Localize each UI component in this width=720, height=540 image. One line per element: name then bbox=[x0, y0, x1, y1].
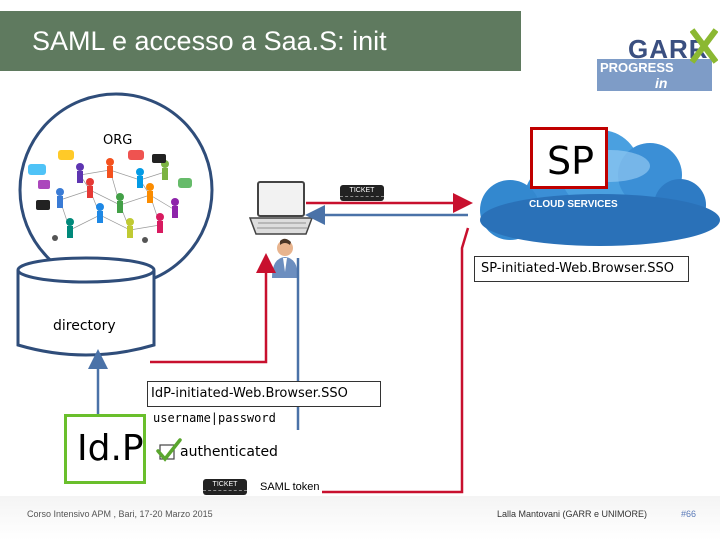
logo-training: in Training bbox=[655, 75, 710, 107]
idp-label: Id.P bbox=[77, 428, 144, 469]
ticket-icon: TICKET bbox=[340, 185, 384, 201]
saml-ticket-icon: TICKET bbox=[203, 479, 247, 495]
title-bar bbox=[0, 11, 521, 71]
page-number: #66 bbox=[681, 509, 697, 519]
people-network-icon bbox=[28, 150, 192, 243]
ticket-label: TICKET bbox=[349, 187, 375, 194]
footer-author: Lalla Mantovani (GARR e UNIMORE) bbox=[497, 509, 648, 519]
footer-course: Corso Intensivo APM , Bari, 17-20 Marzo … bbox=[27, 509, 213, 519]
idp-box bbox=[64, 414, 146, 484]
flow-arrows bbox=[88, 193, 473, 494]
checkbox-icon bbox=[156, 438, 182, 462]
garr-x-icon bbox=[690, 28, 718, 64]
idp-initiated-label: IdP-initiated-Web.Browser.SSO bbox=[147, 381, 381, 407]
slide-title: SAML e accesso a Saa.S: init bbox=[32, 26, 387, 56]
sp-initiated-label: SP-initiated-Web.Browser.SSO bbox=[474, 256, 689, 282]
arrow-idp-to-user bbox=[150, 253, 276, 364]
org-label: ORG bbox=[103, 133, 133, 148]
saml-ticket-label: TICKET bbox=[212, 481, 238, 488]
footer-bar bbox=[0, 496, 720, 540]
saml-token-label: SAML token bbox=[260, 481, 320, 493]
sp-label: SP bbox=[547, 139, 595, 183]
laptop-icon bbox=[248, 181, 314, 235]
arrow-sp-to-idp bbox=[322, 227, 470, 494]
directory-label: directory bbox=[53, 318, 116, 334]
logo-band bbox=[597, 59, 712, 91]
logo-progress: PROGRESS bbox=[600, 60, 674, 75]
user-icon bbox=[272, 238, 298, 278]
cloud-services-label: CLOUD SERVICES bbox=[529, 199, 618, 210]
credentials-label: username|password bbox=[153, 411, 276, 425]
authenticated-label: authenticated bbox=[180, 444, 278, 460]
directory-database-icon bbox=[16, 256, 156, 357]
sp-box bbox=[530, 127, 608, 189]
